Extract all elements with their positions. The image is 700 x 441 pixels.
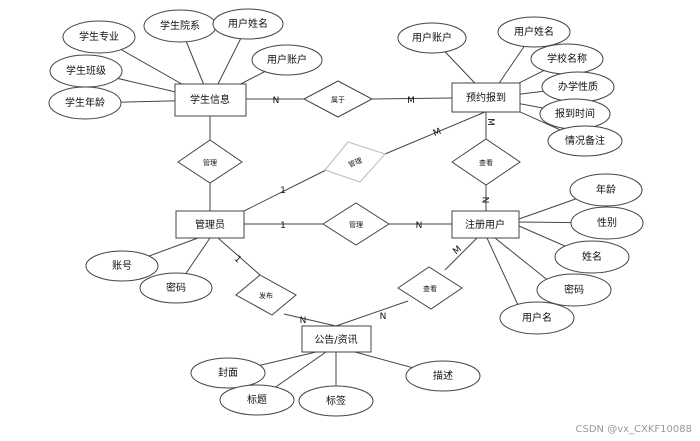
cardinality-admin-publish: 1 [232,254,243,265]
relationship-manage-booking: 管理 [324,141,386,183]
attr-booking-user-name: 用户姓名 [497,16,571,48]
attr-notice-title: 标题 [219,384,295,416]
attr-user-gender: 性别 [570,206,644,240]
attr-student-age: 学生年龄 [48,86,122,120]
cardinality-admin-manage-booking: 1 [280,186,286,196]
attr-notice-cover: 封面 [190,357,266,389]
relationship-publish: 发布 [235,274,297,316]
attr-user-username: 用户名 [499,301,575,335]
attr-student-class: 学生班级 [49,54,123,88]
svg-text:学生年龄: 学生年龄 [65,96,105,109]
svg-text:注册用户: 注册用户 [465,218,505,231]
svg-text:用户账户: 用户账户 [412,31,452,44]
svg-text:标签: 标签 [326,394,346,407]
svg-text:情况备注: 情况备注 [565,134,605,147]
attr-student-user-name: 用户姓名 [212,8,284,40]
attr-student-user-account: 用户账户 [251,44,323,76]
cardinality-user-view-booking: N [482,197,492,204]
svg-text:性别: 性别 [597,216,617,229]
cardinality-booking-manage: M [432,127,443,139]
svg-text:查看: 查看 [479,158,493,167]
attr-booking-nature: 办学性质 [541,71,615,103]
attr-notice-tag: 标签 [298,385,374,417]
svg-text:管理员: 管理员 [195,218,225,231]
relationship-view-notice: 查看 [397,266,463,310]
svg-text:密码: 密码 [564,283,584,296]
attr-student-major: 学生专业 [62,20,136,54]
svg-text:封面: 封面 [218,366,238,379]
svg-text:办学性质: 办学性质 [558,80,598,93]
svg-text:用户账户: 用户账户 [267,53,307,66]
entity-registered-user: 注册用户 [451,210,520,239]
svg-text:查看: 查看 [423,284,437,293]
svg-text:学生专业: 学生专业 [79,30,119,43]
svg-text:报到时间: 报到时间 [555,107,595,120]
svg-text:学生信息: 学生信息 [190,93,230,106]
cardinality-admin-manage-user: 1 [280,221,286,231]
entity-notice: 公告/资讯 [301,325,372,353]
entity-booking: 预约报到 [451,82,521,113]
svg-text:管理: 管理 [349,220,363,229]
attr-admin-account: 账号 [85,250,159,282]
svg-text:标题: 标题 [247,394,267,406]
svg-text:账号: 账号 [112,260,132,272]
cardinality-booking-view: M [485,118,495,126]
cardinality-notice-view: N [380,312,387,322]
attr-booking-user-account: 用户账户 [397,22,467,54]
svg-text:用户名: 用户名 [522,311,552,324]
attr-notice-desc: 描述 [405,360,481,392]
svg-text:发布: 发布 [259,291,273,300]
svg-text:预约报到: 预约报到 [466,91,506,104]
attr-booking-time: 报到时间 [539,98,611,130]
svg-text:学校名称: 学校名称 [547,52,587,65]
attr-user-password: 密码 [536,273,612,307]
cardinality-student-belongs: N [273,96,280,106]
svg-text:学生院系: 学生院系 [160,19,200,32]
attr-booking-school: 学校名称 [530,43,604,75]
attr-student-dept: 学生院系 [143,9,217,43]
attr-booking-note: 情况备注 [547,125,623,157]
entity-admin: 管理员 [175,210,245,239]
svg-text:年龄: 年龄 [596,183,616,196]
watermark: CSDN @vx_CXKF10088 [575,424,692,435]
svg-text:属于: 属于 [331,96,345,104]
cardinality-booking-belongs: M [407,96,415,106]
relationship-manage-student: 管理 [177,139,243,184]
svg-text:管理: 管理 [203,158,217,167]
relationship-belongs-to: 属于 [302,80,374,118]
cardinality-notice-publish: N [300,316,307,326]
svg-text:公告/资讯: 公告/资讯 [314,333,357,346]
cardinality-user-view-notice: M [451,244,463,257]
attr-admin-password: 密码 [139,272,213,304]
cardinality-user-manage: N [416,221,423,231]
attr-user-fullname: 姓名 [554,240,630,274]
svg-text:用户姓名: 用户姓名 [228,17,268,30]
svg-text:姓名: 姓名 [582,250,602,263]
svg-text:学生班级: 学生班级 [66,64,106,77]
attr-user-age: 年龄 [569,173,643,207]
svg-text:描述: 描述 [433,369,453,382]
svg-text:用户姓名: 用户姓名 [514,25,554,38]
entity-student-info: 学生信息 [174,83,247,117]
svg-text:密码: 密码 [166,281,186,294]
relationship-manage-user: 管理 [322,202,390,246]
relationship-view-booking: 查看 [451,138,521,186]
